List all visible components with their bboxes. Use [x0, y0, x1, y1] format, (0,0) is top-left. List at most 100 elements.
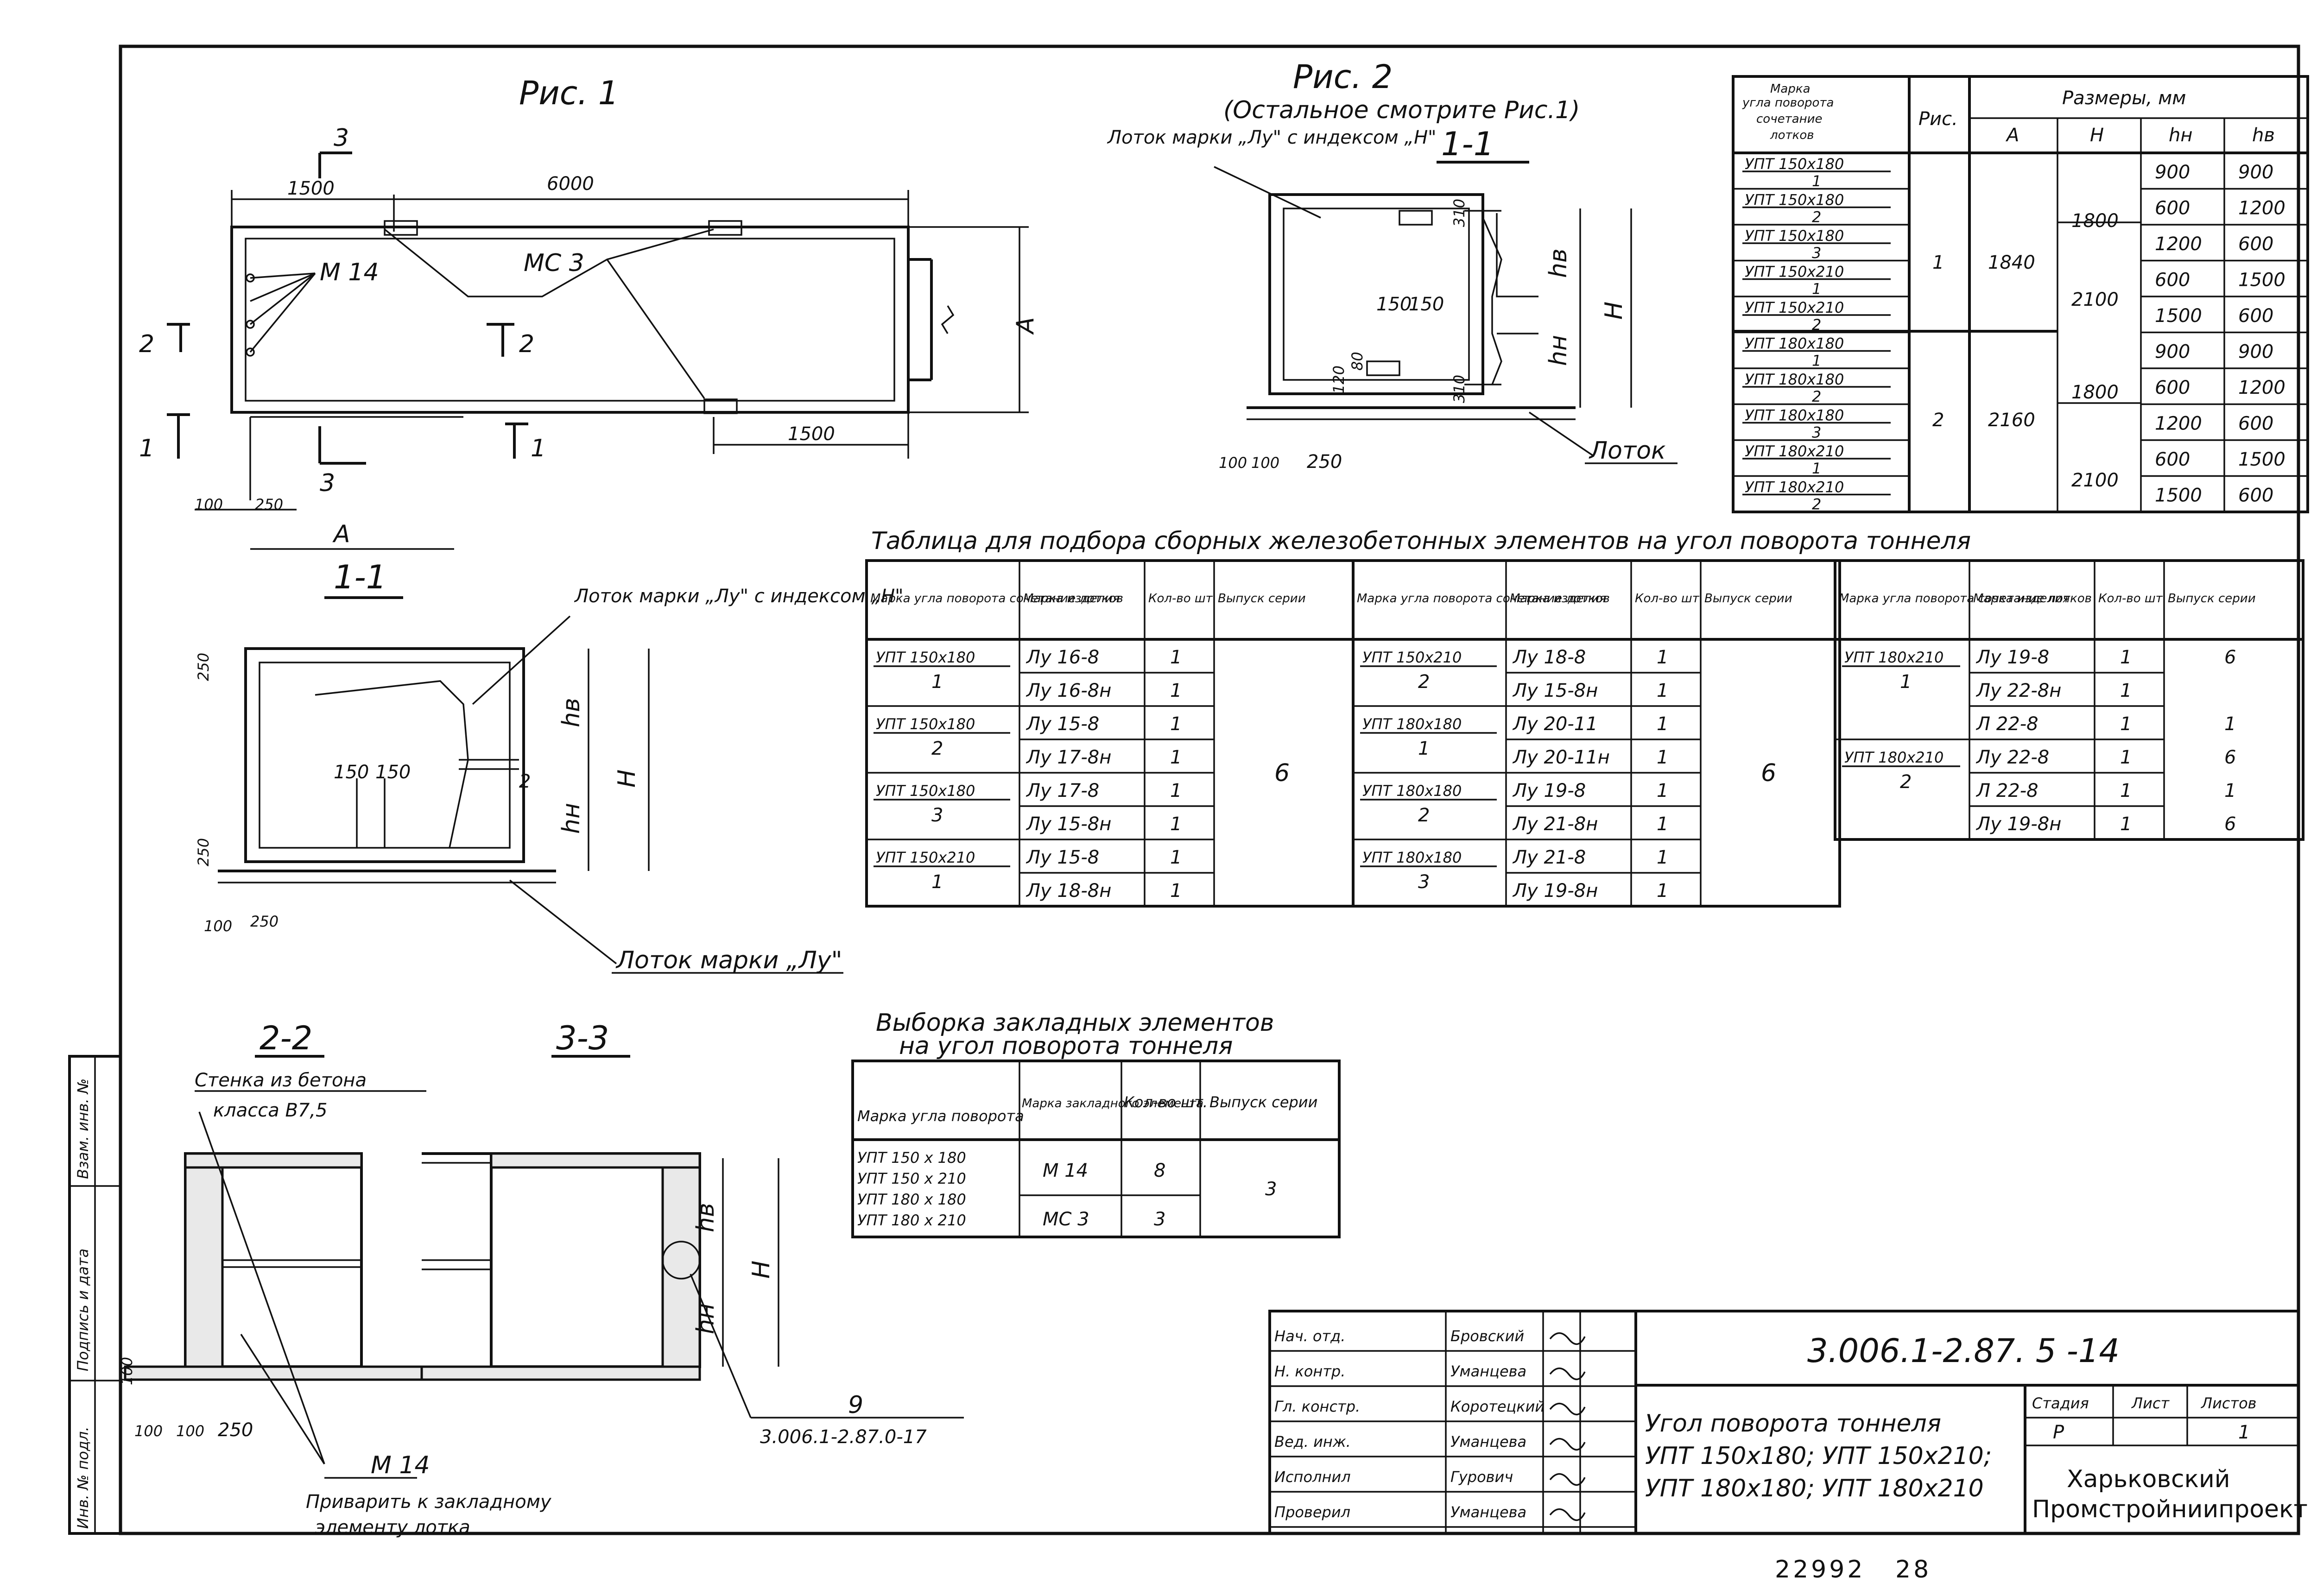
section33-dim-H: H: [747, 1261, 775, 1279]
dim-table-hn: 900: [2155, 162, 2190, 183]
section22-m14: М 14: [371, 1451, 430, 1479]
dim-table-code: УПТ 180х210: [1745, 442, 1844, 460]
select-table-sub: 2: [931, 738, 943, 759]
fig1-dim-6000: 6000: [547, 173, 594, 195]
dim-table-h-3: 1800: [2071, 382, 2119, 403]
dim-table-h-4: 2100: [2071, 470, 2119, 491]
fig2-dim-310a: 310: [1450, 199, 1468, 227]
side-stamp-replace: Взам. инв. №: [74, 1079, 92, 1179]
embed-table-h-3: Выпуск серии: [1209, 1093, 1317, 1111]
title-block-sheets: 1: [2238, 1422, 2250, 1443]
embed-table-m14: М 14: [1043, 1160, 1088, 1181]
select-table-item-series: 6: [2224, 647, 2236, 668]
select-table-item: Лу 17-8н: [1026, 747, 1111, 768]
select-table-item: Лу 16-8н: [1026, 680, 1111, 701]
dim-table-sub: 2: [1812, 496, 1821, 513]
section11-callout-top: Лоток марки „Лу" с индексом „Н": [574, 586, 904, 607]
dim-table-h-marka-2: угла поворота: [1742, 96, 1834, 110]
section22-dim-100b: 100: [176, 1422, 204, 1440]
title-block-role: Проверил: [1274, 1503, 1350, 1521]
dim-table-h-1: 1800: [2071, 210, 2119, 232]
dim-table: Марка угла поворота сочетание лотков Рис…: [1732, 75, 2309, 513]
title-block-org-2: Промстройниипроект: [2032, 1495, 2308, 1523]
dim-table-h-2: 2100: [2071, 289, 2119, 310]
dim-table-h-fig: Рис.: [1918, 108, 1958, 130]
section11-dim-100: 100: [204, 917, 232, 935]
section11-dim-hn: hн: [557, 803, 585, 834]
title-block-role: Вед. инж.: [1274, 1433, 1351, 1451]
section11-dim-150a: 150: [334, 762, 369, 783]
signature: [1549, 1508, 1586, 1521]
dim-table-sub: 2: [1812, 388, 1821, 405]
embed-table: Выборка закладных элементов на угол пово…: [851, 1009, 1341, 1238]
fig1-sec3-top: 3: [334, 124, 349, 152]
select-table-item: Лу 22-8: [1975, 747, 2049, 768]
title-block-sheets-label: Листов: [2201, 1394, 2257, 1412]
select-table-series: 6: [1761, 759, 1776, 787]
fig2-dim-100a: 100: [1219, 454, 1247, 472]
fig2-callout-tray: Лоток марки „Лу" с индексом „Н": [1107, 127, 1437, 148]
select-table-header: Марка изделия: [1973, 592, 2070, 606]
dim-table-hb: 1500: [2238, 270, 2285, 291]
fig1-dim-1500-right: 1500: [788, 423, 835, 445]
title-block-role: Нач. отд.: [1274, 1327, 1345, 1345]
fig2-subtitle: (Остальное смотрите Рис.1): [1223, 96, 1580, 124]
section22-weld-1: Приварить к закладному: [306, 1491, 552, 1513]
fig2-dim-150a: 150: [1376, 294, 1412, 315]
select-table-item: Л 22-8: [1975, 780, 2038, 801]
dim-table-h-marka-3: сочетание: [1756, 112, 1823, 126]
select-table-header: Выпуск серии: [1704, 592, 1792, 606]
select-table-header: Марка изделия: [1023, 592, 1120, 606]
fig1-plan: Рис. 1 3 1500 6000 A МС 3: [139, 74, 1039, 550]
section22-title: 2-2: [260, 1019, 312, 1057]
fig2-dim-hn: hн: [1545, 335, 1572, 366]
select-table-code: УПТ 180х210: [1844, 649, 1943, 666]
title-block-role: Гл. констр.: [1274, 1398, 1360, 1415]
fig1-dim-A-bottom: A: [332, 520, 350, 548]
title-block-code: 3.006.1-2.87. 5 -14: [1807, 1332, 2120, 1370]
title-block-stage-label: Стадия: [2032, 1394, 2089, 1412]
select-table-block: [1352, 559, 1841, 908]
select-table-qty: 1: [1170, 747, 1182, 768]
dim-table-hb: 900: [2238, 341, 2273, 363]
section-2-2: 2-2 Стенка из бетона класса В7,5 100 100…: [118, 1019, 552, 1538]
select-table-code: УПТ 180х180: [1362, 782, 1462, 800]
dim-table-code: УПТ 180х180: [1745, 407, 1844, 424]
select-table-series: 6: [1274, 759, 1290, 787]
select-table-item: Лу 20-11: [1512, 713, 1598, 735]
select-table-qty: 1: [2120, 747, 2132, 768]
section11-dim-H: H: [613, 770, 641, 788]
side-stamp-inv: Инв. № подл.: [74, 1426, 92, 1529]
select-table-qty: 1: [2120, 814, 2132, 835]
dim-table-code: УПТ 180х180: [1745, 335, 1844, 353]
embed-table-h-2: Кол-во шт.: [1124, 1093, 1208, 1111]
title-block-stage: Р: [2053, 1422, 2064, 1443]
section11-dim-hb: hв: [557, 698, 585, 727]
dim-table-hn: 1500: [2155, 485, 2202, 506]
section22-note-wall: Стенка из бетона: [195, 1070, 367, 1091]
title-block-title-3: УПТ 180х180; УПТ 180х210: [1645, 1475, 1984, 1502]
select-table-qty: 1: [2120, 680, 2132, 701]
select-table-qty: 1: [1657, 847, 1668, 868]
select-table-item: Лу 15-8: [1026, 713, 1099, 735]
fig2-dim-hb: hв: [1545, 248, 1572, 278]
dim-table-h-hn: hн: [2169, 125, 2193, 146]
embed-table-title-2: на угол поворота тоннеля: [899, 1032, 1233, 1060]
select-table-qty: 1: [1657, 780, 1668, 801]
select-table-item-series: 6: [2224, 747, 2236, 768]
select-table-header: Выпуск серии: [2168, 592, 2256, 606]
section-3-3: 3-3 hв hн H 9 3.006.1-2.87.0-17: [420, 1019, 964, 1448]
fig2: Рис. 2 (Остальное смотрите Рис.1) 1-1 Ло…: [1107, 58, 1678, 473]
dim-table-hn: 1200: [2155, 233, 2202, 255]
select-table-item: Лу 18-8н: [1026, 880, 1111, 902]
dim-table-h-marka-1: Марка: [1770, 82, 1811, 96]
section33-ref-num: 9: [848, 1391, 863, 1419]
section22-dim-100v: 100: [118, 1357, 136, 1385]
dim-table-hb: 600: [2238, 413, 2273, 435]
fig2-title: Рис. 2: [1293, 58, 1393, 96]
select-table-qty: 1: [1657, 747, 1668, 768]
select-table-qty: 1: [1170, 713, 1182, 735]
fig2-dim-150b: 150: [1409, 294, 1444, 315]
